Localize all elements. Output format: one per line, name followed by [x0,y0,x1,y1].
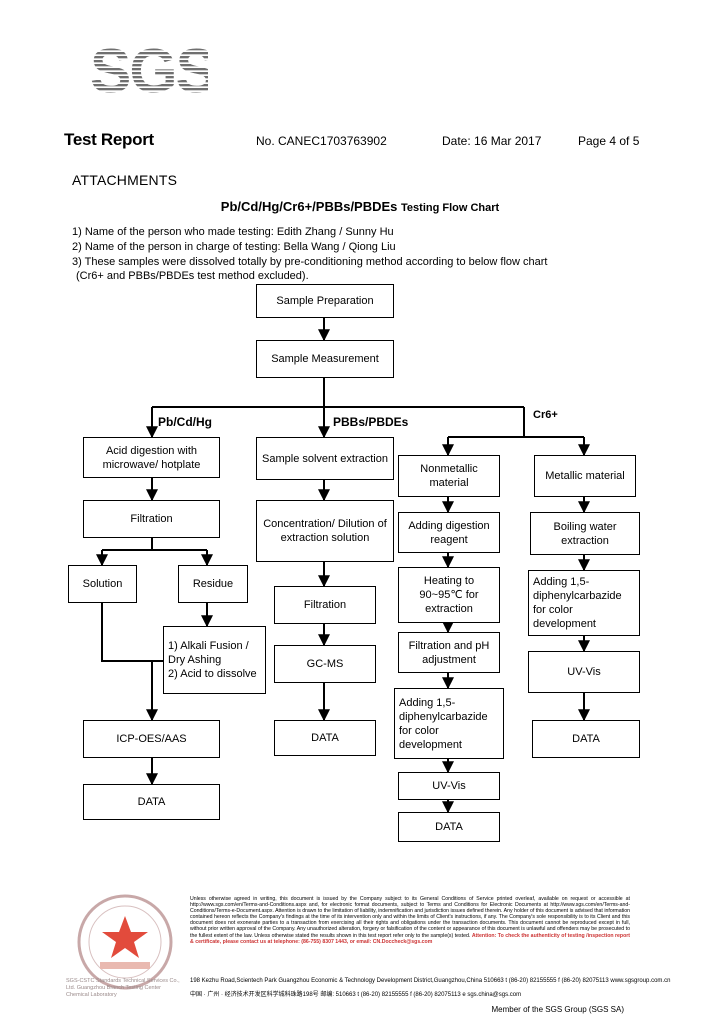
sample-preparation-box: Sample Preparation [256,284,394,318]
gc-ms-box: GC-MS [274,645,376,683]
flow-title-main: Pb/Cd/Hg/Cr6+/PBBs/PBDEs [220,199,398,214]
acid-digestion-box: Acid digestion with microwave/ hotplate [83,437,220,478]
digestion-reagent-box: Adding digestion reagent [398,512,500,553]
disclaimer-text: Unless otherwise agreed in writing, this… [190,896,630,939]
report-number: No. CANEC1703763902 [256,134,387,148]
nonmetal-data-box: DATA [398,812,500,842]
metal-dpc-box: Adding 1,5-diphenylcarbazide for color d… [528,570,640,636]
page-number: Page 4 of 5 [578,134,640,148]
address-english: 198 Kezhu Road,Scientech Park Guangzhou … [190,978,671,984]
flow-chart-title: Pb/Cd/Hg/Cr6+/PBBs/PBDEs Testing Flow Ch… [0,199,720,214]
report-title: Test Report [64,130,154,149]
address-chinese: 中国 · 广州 · 经济技术开发区科学城科珠路198号 邮编: 510663 t… [190,992,522,998]
branch-label-cr6: Cr6+ [533,409,558,421]
metal-data-box: DATA [532,720,640,758]
flow-title-suffix: Testing Flow Chart [401,202,500,214]
nonmetal-uv-vis-box: UV-Vis [398,772,500,800]
metal-uv-vis-box: UV-Vis [528,651,640,693]
footer-disclaimer: Unless otherwise agreed in writing, this… [190,896,630,945]
nonmetallic-material-box: Nonmetallic material [398,455,500,497]
sample-measurement-box: Sample Measurement [256,340,394,378]
ph-adjustment-box: Filtration and pH adjustment [398,632,500,673]
company-stamp: SGS-CSTC Standards Technical Services Co… [66,892,184,1000]
sgs-logo-text: SGS [90,40,208,102]
concentration-box: Concentration/ Dilution of extraction so… [256,500,394,562]
branch-label-metals: Pb/Cd/Hg [158,415,212,429]
authenticity-attention: Attention: To check the authenticity of … [190,932,630,945]
branch-label-pbbs: PBBs/PBDEs [333,415,409,429]
solution-box: Solution [68,565,137,603]
metals-data-box: DATA [83,784,220,820]
solvent-extraction-box: Sample solvent extraction [256,437,394,480]
attachments-heading: ATTACHMENTS [72,172,178,188]
stamp-text: SGS-CSTC Standards Technical Services Co… [66,978,180,998]
note-2: 2) Name of the person in charge of testi… [72,241,396,253]
boiling-water-box: Boiling water extraction [530,512,640,555]
note-3: 3) These samples were dissolved totally … [72,256,548,268]
nonmetal-dpc-box: Adding 1,5-diphenylcarbazide for color d… [394,688,504,759]
pbb-filtration-box: Filtration [274,586,376,624]
metals-filtration-box: Filtration [83,500,220,538]
icp-oes-aas-box: ICP-OES/AAS [83,720,220,758]
member-line: Member of the SGS Group (SGS SA) [491,1005,625,1014]
sgs-logo-mark: SGS [90,37,217,106]
note-1: 1) Name of the person who made testing: … [72,226,394,238]
stamp-seal [77,894,173,990]
alkali-fusion-box: 1) Alkali Fusion / Dry Ashing 2) Acid to… [163,626,266,694]
residue-box: Residue [178,565,248,603]
heating-box: Heating to 90~95℃ for extraction [398,567,500,623]
sgs-logo: SGS [88,37,217,107]
note-4: (Cr6+ and PBBs/PBDEs test method exclude… [76,270,309,282]
metallic-material-box: Metallic material [534,455,636,497]
pbb-data-box: DATA [274,720,376,756]
report-date: Date: 16 Mar 2017 [442,134,542,148]
flow-connectors [96,318,590,814]
